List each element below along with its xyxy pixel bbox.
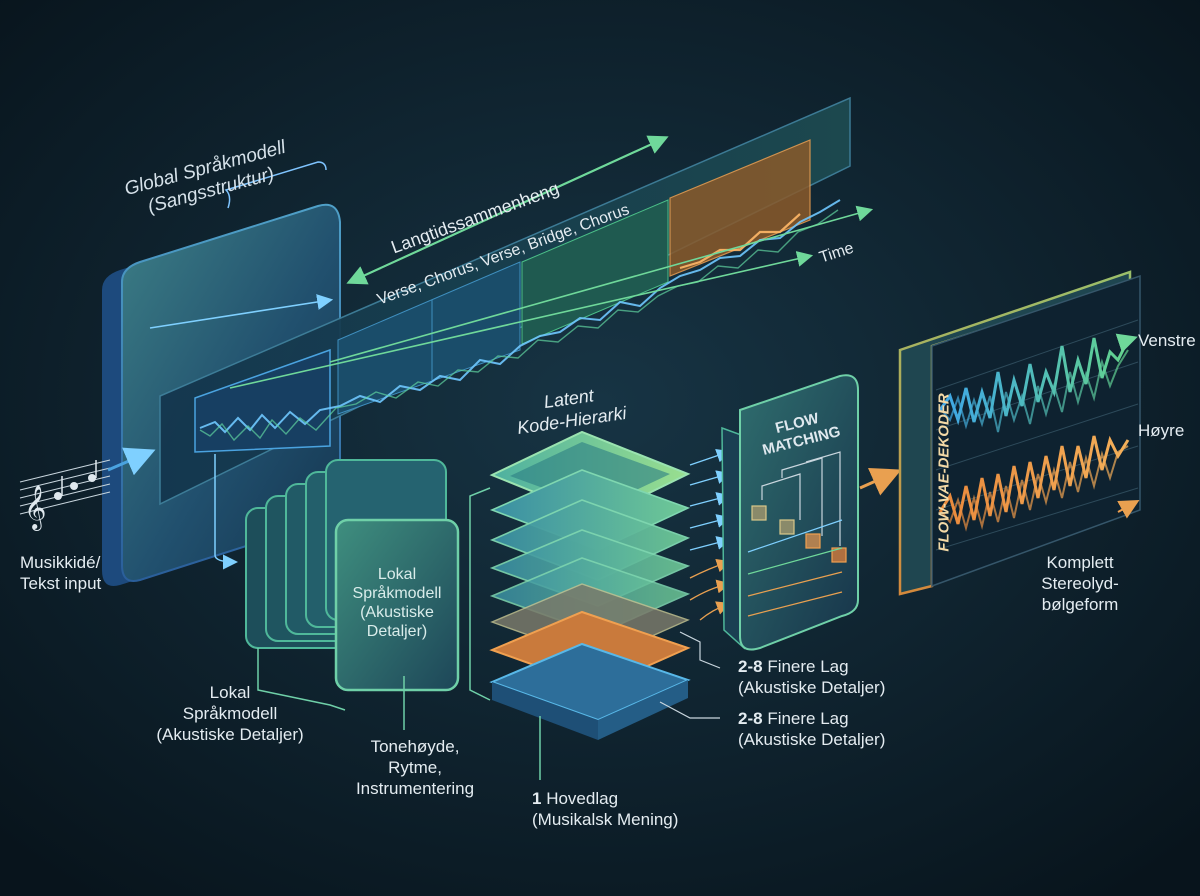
decoder-panel: [898, 270, 1141, 596]
output-line1: Komplett: [1046, 553, 1114, 572]
local-lm-caption-line1: Lokal: [209, 683, 251, 702]
local-lm-stack: [214, 454, 460, 730]
fine-layers-b-number: 2-8: [738, 709, 763, 728]
fine-layers-b-line2: (Akustiske Detaljer): [738, 730, 886, 749]
fine-layers-a-line2: (Akustiske Detaljer): [738, 678, 886, 697]
local-lm-box-line4: Detaljer): [366, 623, 428, 640]
fine-layers-a-line1: Finere Lag: [767, 657, 849, 676]
fine-layers-a-number: 2-8: [738, 657, 763, 676]
local-features-line2: Rytme,: [388, 758, 442, 777]
base-layer-line2: (Musikalsk Mening): [532, 810, 679, 829]
music-staff-input: 𝄞: [19, 447, 156, 531]
output-line3: bølgeform: [1041, 595, 1119, 614]
local-features-line3: Instrumentering: [355, 779, 475, 798]
base-layer-number: 1: [532, 789, 542, 808]
channel-right-label: Høyre: [1138, 421, 1185, 440]
svg-text:𝄞: 𝄞: [24, 485, 46, 531]
flow-matching-panel: [721, 374, 902, 651]
local-lm-caption: Lokal Språkmodell (Akustiske Detaljer): [140, 682, 320, 745]
local-features-label: Tonehøyde, Rytme, Instrumentering: [330, 736, 500, 799]
local-features-line1: Tonehøyde,: [370, 737, 460, 756]
timeline-strip: [159, 96, 874, 506]
local-lm-box-line1: Lokal: [377, 566, 417, 583]
decoder-label: FLOW-VAE-DEKODER: [935, 393, 953, 552]
base-layer-line1: Hovedlag: [546, 789, 619, 808]
local-lm-caption-line3: (Akustiske Detaljer): [156, 725, 304, 744]
output-label: Komplett Stereolyd- bølgeform: [1020, 552, 1140, 615]
latent-hierarchy: [469, 430, 721, 780]
local-lm-box-label: Lokal Språkmodell (Akustiske Detaljer): [336, 565, 458, 641]
base-layer-label: 1 Hovedlag (Musikalsk Mening): [532, 788, 678, 830]
local-lm-caption-line2: Språkmodell: [182, 704, 278, 723]
local-lm-box-line2: Språkmodell: [352, 585, 442, 602]
input-label-line2: Tekst input: [20, 574, 102, 593]
fine-layers-b-line1: Finere Lag: [767, 709, 849, 728]
local-lm-box-line3: (Akustiske: [360, 604, 434, 621]
input-label-line1: Musikkidé/: [20, 553, 101, 572]
channel-left-label: Venstre: [1138, 331, 1196, 350]
output-line2: Stereolyd-: [1041, 574, 1119, 593]
fine-layers-label-b: 2-8 Finere Lag (Akustiske Detaljer): [738, 708, 885, 750]
input-label: Musikkidé/ Tekst input: [20, 552, 101, 594]
fine-layers-label-a: 2-8 Finere Lag (Akustiske Detaljer): [738, 656, 885, 698]
